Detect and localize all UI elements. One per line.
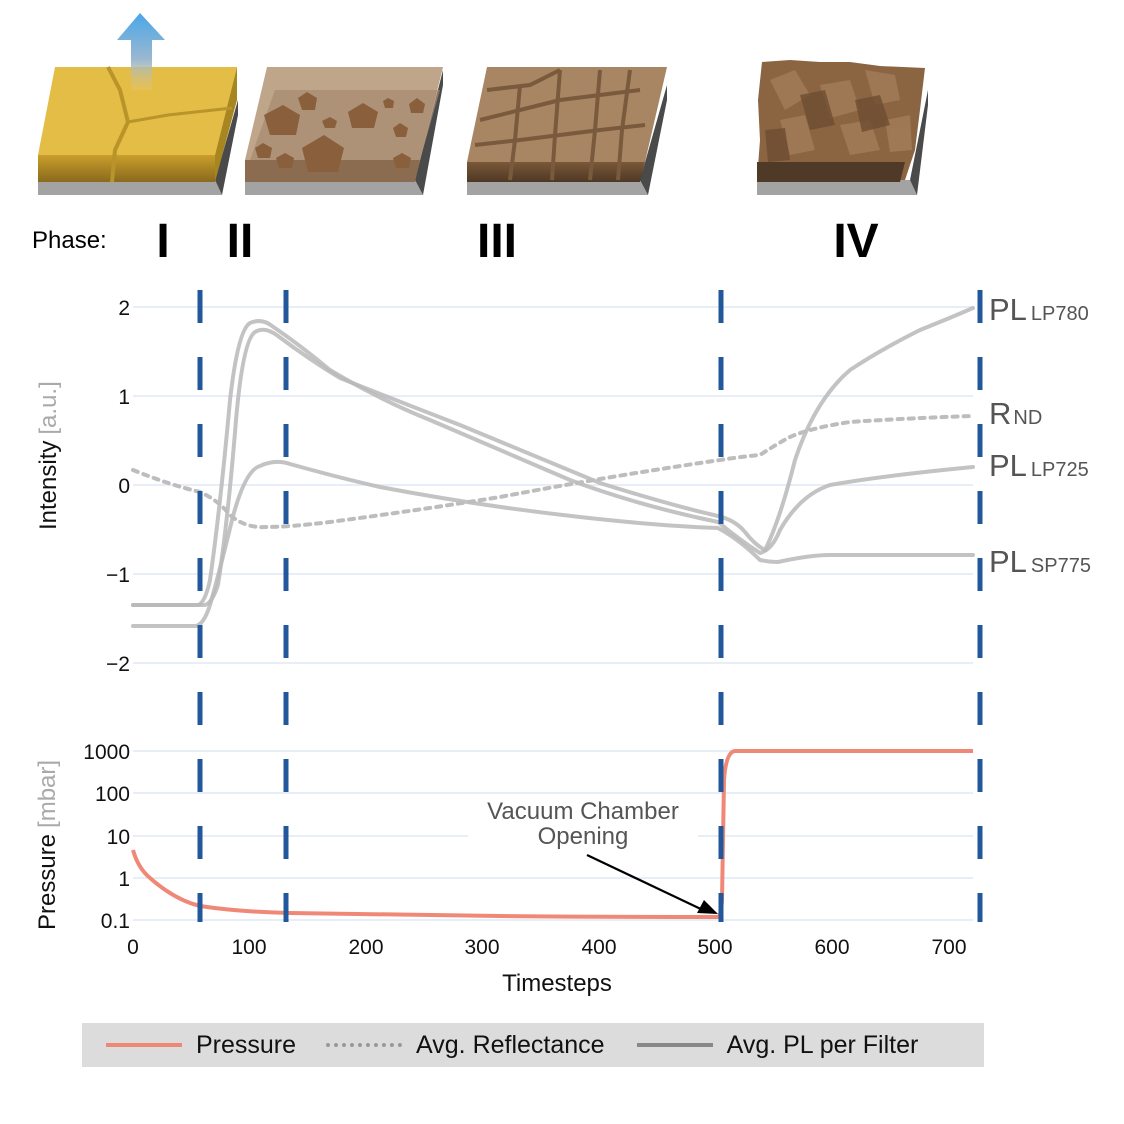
pl-line-icon [636,1043,713,1047]
svg-text:Opening: Opening [538,823,629,850]
intensity-gridlines [133,306,973,664]
phase-label-III: III [477,215,517,268]
svg-text:100: 100 [95,783,130,806]
svg-text:500: 500 [697,936,732,959]
phase-label-I: I [156,215,169,268]
legend-label: Avg. PL per Filter [726,1030,919,1059]
pressure-line-icon [106,1043,182,1047]
svg-text:−2: −2 [106,653,130,676]
pl-lp780-curve [131,306,975,607]
svg-text:−1: −1 [106,564,130,587]
legend-item-reflectance: Avg. Reflectance [326,1031,605,1060]
svg-text:700: 700 [931,936,966,959]
svg-text:1: 1 [118,868,130,891]
x-ticks: 0 100 200 300 400 500 600 700 [127,936,966,959]
evaporation-arrow-icon [117,13,165,90]
svg-text:600: 600 [814,936,849,959]
x-axis-title: Timesteps [502,970,612,997]
svg-text:1000: 1000 [83,741,130,764]
svg-text:2: 2 [118,297,130,320]
phase-label-IV: IV [833,215,878,268]
reflectance-dotted-line-icon [326,1043,403,1047]
vacuum-chamber-annotation: Vacuum Chamber Opening [468,795,718,914]
intensity-y-ticks: 2 1 0 −1 −2 [106,297,130,676]
svg-text:10: 10 [107,826,130,849]
legend: Pressure Avg. Reflectance Avg. PL per Fi… [82,1023,984,1067]
phase-caption: Phase: [32,227,107,254]
svg-text:400: 400 [581,936,616,959]
phase-label-II: II [227,215,254,268]
legend-item-pressure: Pressure [106,1031,296,1060]
pl-sp775-curve [131,459,975,628]
legend-label: Pressure [196,1030,297,1059]
phase-IV-illustration [757,60,928,195]
svg-text:100: 100 [231,936,266,959]
svg-text:0.1: 0.1 [101,910,130,933]
annotation-arrow-icon [586,854,706,912]
phase-II-illustration [245,67,443,195]
svg-text:0: 0 [118,475,130,498]
phase-III-illustration [467,67,667,195]
legend-item-pl: Avg. PL per Filter [636,1030,919,1060]
svg-text:Vacuum Chamber: Vacuum Chamber [487,798,679,825]
phase-I-illustration [38,13,238,195]
svg-text:1: 1 [118,386,130,409]
legend-label: Avg. Reflectance [416,1030,605,1059]
svg-text:300: 300 [464,936,499,959]
pl-lp725-curve [131,319,975,607]
pressure-y-ticks: 1000 100 10 1 0.1 [83,741,130,933]
svg-text:0: 0 [127,936,139,959]
pressure-axis-title: Pressure[mbar] [34,760,61,930]
reflectance-curve [131,414,975,530]
intensity-axis-title: Intensity[a.u.] [35,381,62,530]
svg-text:200: 200 [348,936,383,959]
